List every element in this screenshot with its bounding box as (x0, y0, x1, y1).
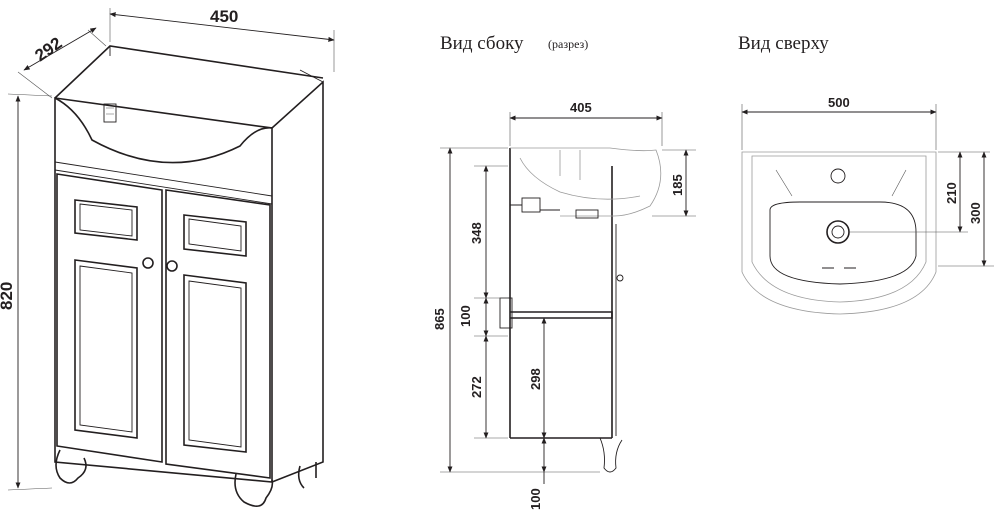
door-left-bottom-panel (74, 259, 138, 439)
side-view-title: Вид сбоку (440, 33, 524, 54)
dim-side-total-label: 865 (432, 308, 447, 330)
dim-side-upper-label: 348 (469, 222, 484, 244)
leg-back (297, 462, 317, 489)
front-view: 450 292 820 (0, 7, 335, 507)
basin-drain-box (103, 103, 117, 123)
dim-depth-line (23, 27, 97, 71)
side-basin-outline (510, 147, 662, 217)
top-drain-icon (826, 220, 850, 244)
dim-width-label: 450 (210, 7, 238, 26)
cabinet-body (54, 97, 273, 483)
knob-right-icon (166, 260, 178, 272)
top-basin-bowl (769, 201, 917, 285)
dim-side-depth-label: 405 (570, 100, 592, 115)
dim-side-basin-label: 185 (670, 174, 685, 196)
dim-width-line (109, 12, 335, 42)
dim-depth-label: 292 (31, 33, 65, 65)
side-leg (599, 437, 623, 473)
side-view: Вид сбоку (разрез) 405 865 348 (432, 33, 696, 510)
dim-side-legs-label: 100 (528, 488, 543, 510)
basin-front (54, 97, 273, 164)
door-left-top-panel (74, 199, 138, 241)
side-shelf (510, 311, 613, 319)
dim-top-width-label: 500 (828, 95, 850, 110)
cabinet-side-panel (271, 80, 324, 483)
leg-right (234, 473, 274, 507)
door-right-bottom-panel (183, 274, 247, 453)
top-view: Вид сверху 500 210 300 (738, 33, 994, 315)
dim-top-drain-label: 210 (944, 182, 959, 204)
dim-height-label: 820 (0, 282, 16, 310)
dim-top-depth-label: 300 (968, 202, 983, 224)
door-left (56, 173, 163, 463)
door-right-top-panel (183, 214, 247, 257)
top-view-title: Вид сверху (738, 33, 829, 54)
backsplash-rim (109, 46, 324, 83)
basin-front-lower (54, 161, 273, 205)
knob-left-icon (142, 257, 154, 269)
dim-side-lower-label: 272 (469, 376, 484, 398)
dim-side-middle-label: 100 (458, 305, 473, 327)
side-knob-icon (616, 274, 624, 282)
door-right (165, 189, 271, 479)
top-tap-hole-icon (830, 168, 846, 184)
top-basin-outline (741, 151, 937, 315)
side-siphon (521, 197, 541, 213)
basin-back-edge (54, 45, 324, 99)
dim-side-shelf-label: 298 (528, 368, 543, 390)
side-view-note: (разрез) (548, 37, 588, 51)
leg-left (55, 449, 87, 484)
